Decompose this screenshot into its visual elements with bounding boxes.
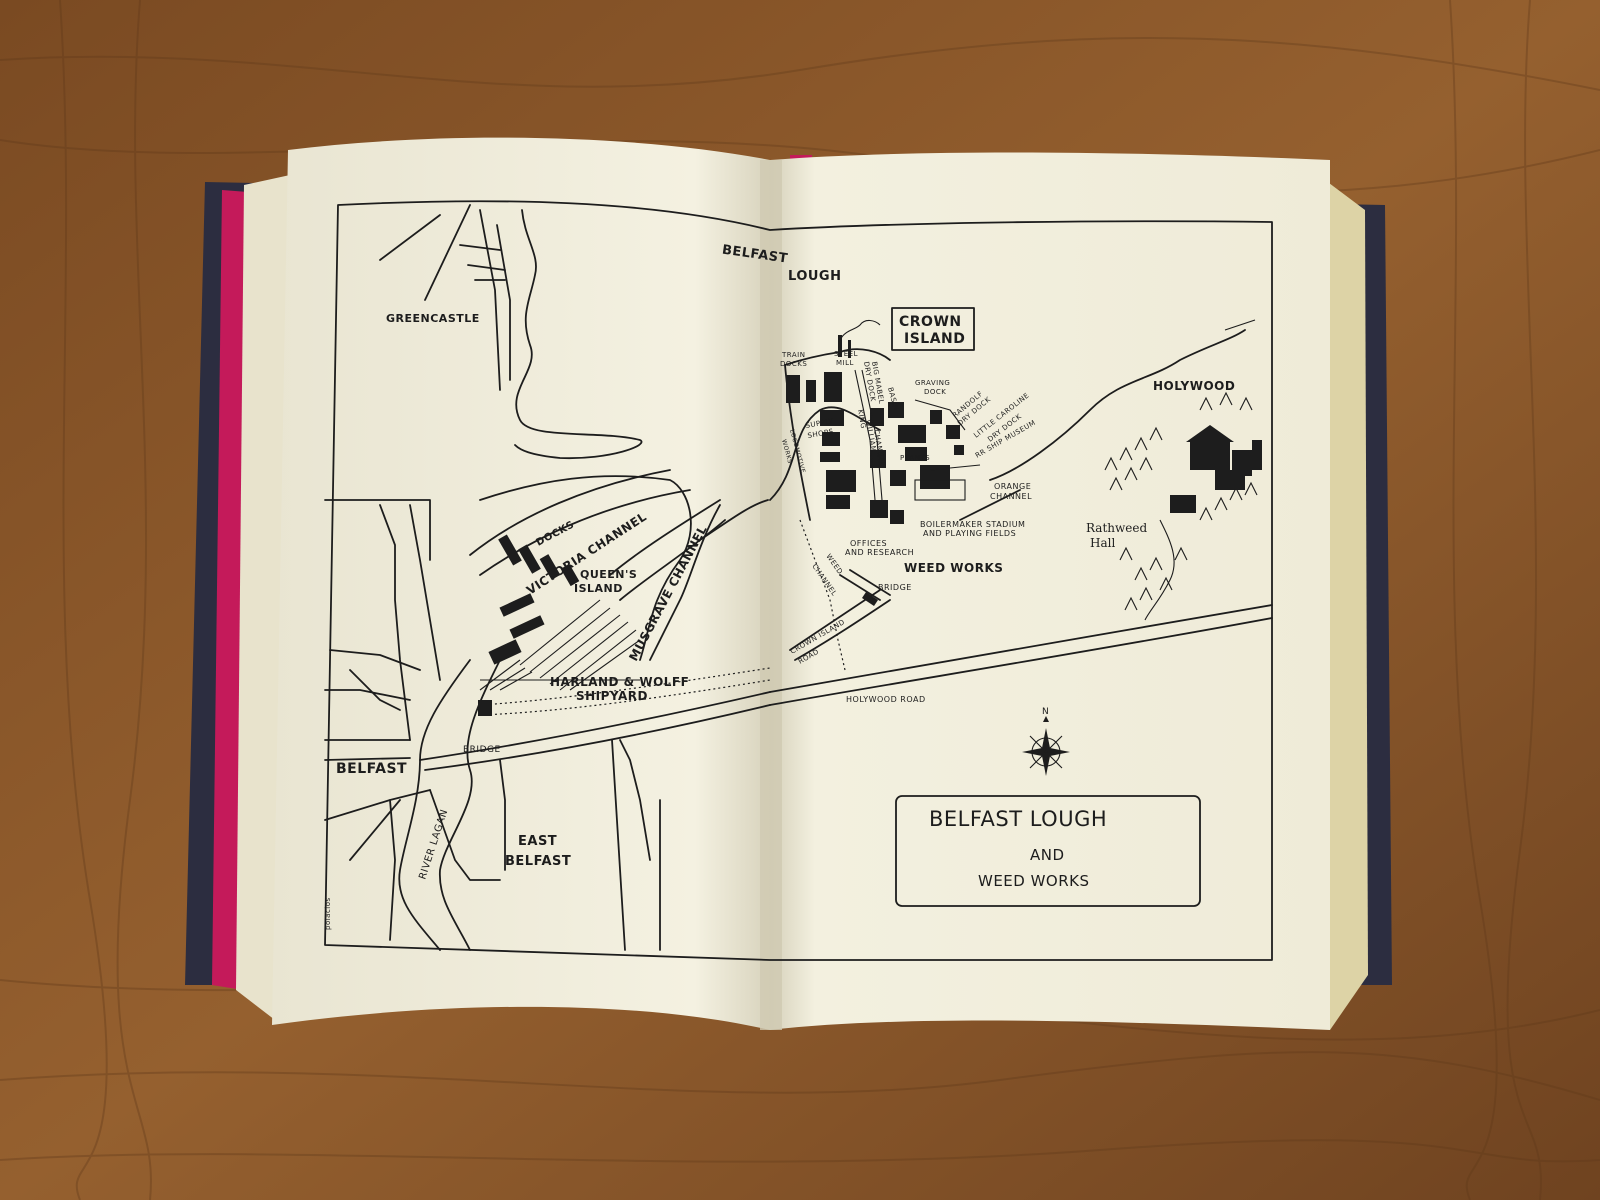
map-frame[interactable] <box>324 200 1273 961</box>
label-crown-island-1: CROWN <box>899 314 962 330</box>
label-signature: polacios <box>324 897 332 930</box>
label-harland-wolff-1: HARLAND & WOLFF <box>550 675 689 689</box>
right-page <box>770 152 1330 1030</box>
label-east-belfast-2: BELFAST <box>505 854 571 869</box>
map-title-line2: AND <box>1030 846 1065 864</box>
label-rathweed-hall-1: Rathweed <box>1086 521 1147 535</box>
label-bridge-right: BRIDGE <box>878 583 912 592</box>
gutter-shadow <box>760 160 782 1030</box>
label-steel-mill-2: MILL <box>836 359 854 367</box>
label-harland-wolff-2: SHIPYARD <box>576 689 648 703</box>
label-east-belfast-1: EAST <box>518 834 557 849</box>
label-graving-dock-2: DOCK <box>924 388 946 396</box>
label-offices-1: OFFICES <box>850 539 887 548</box>
label-orange-channel-2: CHANNEL <box>990 492 1032 501</box>
label-plants: PLANTS <box>900 454 930 462</box>
crown-island-box <box>891 307 975 351</box>
left-page <box>272 137 770 1030</box>
label-train-docks-2: DOCKS <box>780 360 807 368</box>
right-page-stack <box>1325 180 1368 1030</box>
label-graving-dock-1: GRAVING <box>915 379 950 387</box>
label-holywood: HOLYWOOD <box>1153 379 1235 393</box>
trees <box>1104 391 1258 621</box>
label-belfast-lough-2: LOUGH <box>788 269 841 284</box>
label-queens-island-2: ISLAND <box>574 582 623 595</box>
label-train-docks-1: TRAIN <box>781 351 805 359</box>
label-bridge-left: BRIDGE <box>463 745 501 755</box>
map-title-line3: WEED WORKS <box>978 872 1090 890</box>
label-belfast: BELFAST <box>336 761 407 777</box>
right-map-linework <box>769 319 1273 907</box>
label-steel-mill-1: STEEL <box>834 350 858 358</box>
label-boilermaker-1: BOILERMAKER STADIUM <box>920 520 1025 529</box>
label-king-william-channel-1: KING <box>856 409 867 429</box>
label-crown-island-2: ISLAND <box>904 331 965 347</box>
title-box <box>895 795 1201 907</box>
label-boilermaker-2: AND PLAYING FIELDS <box>923 529 1016 538</box>
compass-rose-icon <box>1022 716 1070 776</box>
left-map-linework <box>324 204 771 951</box>
label-holywood-road: HOLYWOOD ROAD <box>846 695 926 704</box>
label-queens-island-1: QUEEN'S <box>580 568 637 581</box>
label-weed-works: WEED WORKS <box>904 561 1003 575</box>
label-greencastle: GREENCASTLE <box>386 312 480 325</box>
compass-north-label: N <box>1042 707 1049 717</box>
label-orange-channel-1: ORANGE <box>994 482 1031 491</box>
label-rathweed-hall-2: Hall <box>1090 536 1115 550</box>
label-offices-2: AND RESEARCH <box>845 548 914 557</box>
map-title-line1: BELFAST LOUGH <box>929 807 1107 831</box>
